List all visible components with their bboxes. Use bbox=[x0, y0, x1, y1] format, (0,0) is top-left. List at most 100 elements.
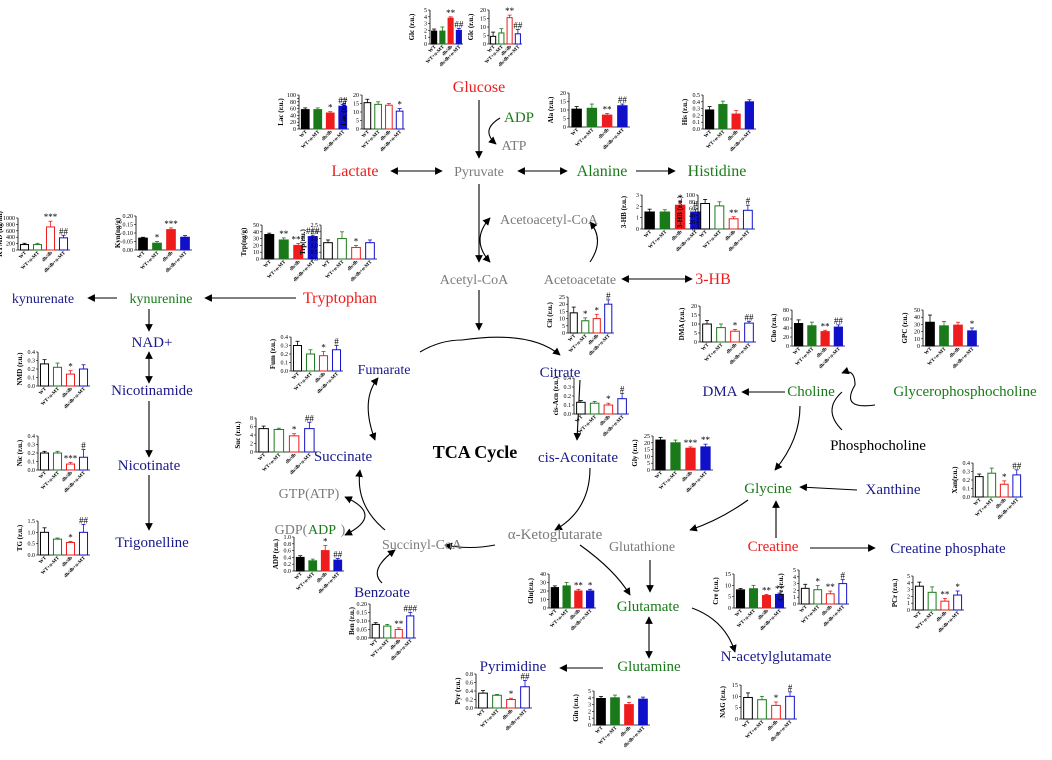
chart-sig-label: ** bbox=[940, 589, 950, 599]
chart-group-label: WT bbox=[701, 342, 711, 352]
chart-bar bbox=[318, 355, 329, 372]
metabolite-tca: TCA Cycle bbox=[433, 442, 518, 462]
chart-y-tick-label: 200 bbox=[6, 242, 15, 248]
chart-y-tick-label: 0.4 bbox=[693, 100, 701, 106]
chart-y-tick-label: 0.10 bbox=[123, 231, 134, 237]
chart-pyr: Pyr (r.u.)0.00.20.40.60.8WTWT+α-MT*db/db… bbox=[454, 671, 532, 732]
chart-y-tick-label: 10 bbox=[559, 317, 565, 323]
chart-y-tick-label: 8 bbox=[250, 416, 253, 422]
chart-bar bbox=[592, 318, 601, 334]
chart-y-tick-label: 3 bbox=[636, 193, 639, 199]
chart-group-label: db/db bbox=[598, 128, 611, 141]
chart-sig-label: ** bbox=[574, 580, 584, 590]
chart-ylabel: Lac (r.u.) bbox=[340, 98, 348, 126]
metabolite-atp1: ATP bbox=[502, 139, 527, 154]
chart-y-tick-label: 0.0 bbox=[281, 369, 289, 375]
chart-ylabel: DMA (r.u.) bbox=[678, 307, 686, 340]
chart-y-tick-label: 0.0 bbox=[564, 412, 572, 418]
chart-bar bbox=[603, 404, 614, 415]
chart-y-tick-label: 2 bbox=[793, 588, 796, 594]
chart-sig-label: ## bbox=[1012, 461, 1022, 471]
chart-hb2: 3-HB (r.u.)020406080100WTWT+α-MT**db/db#… bbox=[676, 193, 755, 253]
chart-group-label: WT bbox=[699, 229, 709, 239]
chart-sig-label: ** bbox=[701, 435, 711, 445]
chart-y-tick-label: 1.5 bbox=[28, 519, 36, 525]
chart-sig-label: ## bbox=[59, 226, 69, 236]
chart-y-tick-label: 0.15 bbox=[123, 223, 134, 229]
arrow-gpc-choline bbox=[841, 366, 876, 407]
chart-bar bbox=[716, 327, 726, 343]
chart-bar bbox=[439, 30, 446, 45]
chart-bar bbox=[624, 704, 634, 726]
chart-bar bbox=[300, 109, 310, 130]
metabolite-gpc: Glycerophosphocholine bbox=[893, 384, 1037, 400]
chart-y-tick-label: 50 bbox=[253, 223, 259, 229]
chart-group-label: db/db bbox=[285, 453, 298, 466]
chart-y-tick-label: 0 bbox=[256, 257, 259, 263]
chart-ylabel: 3-HB (r.u.) bbox=[620, 195, 628, 228]
chart-bar bbox=[927, 591, 937, 611]
chart-y-tick-label: 0.1 bbox=[28, 460, 36, 466]
chart-group-label: WT bbox=[549, 608, 559, 618]
chart-sig-label: ### bbox=[404, 604, 418, 614]
chart-y-tick-label: 0.05 bbox=[123, 240, 134, 246]
chart-sig-label: * bbox=[68, 362, 73, 372]
chart-group-label: WT bbox=[137, 250, 147, 260]
chart-y-tick-label: 5 bbox=[647, 461, 650, 467]
chart-group-label: WT bbox=[322, 259, 332, 269]
chart-y-tick-label: 1 bbox=[424, 35, 427, 41]
chart-bar bbox=[813, 589, 823, 605]
chart-nic: Nic (r.u.)0.00.10.20.30.4WTWT+α-MT***db/… bbox=[16, 434, 90, 494]
chart-sig-label: # bbox=[81, 441, 86, 451]
chart-bar bbox=[744, 322, 754, 343]
chart-bar bbox=[742, 209, 753, 230]
chart-bar bbox=[65, 373, 76, 387]
chart-sig-label: * bbox=[509, 689, 514, 699]
metabolite-hb3: 3-HB bbox=[695, 271, 731, 288]
chart-y-tick-label: 0 bbox=[793, 602, 796, 608]
chart-bar bbox=[953, 594, 963, 611]
chart-y-tick-label: 40 bbox=[914, 315, 920, 321]
chart-sig-label: # bbox=[841, 571, 846, 581]
chart-bar bbox=[589, 402, 600, 415]
chart-bar bbox=[52, 538, 63, 556]
chart-ylabel: His (r.u.) bbox=[681, 98, 689, 125]
chart-y-tick-label: 10 bbox=[725, 583, 731, 589]
chart-bar bbox=[406, 615, 415, 639]
chart-sig-label: ** bbox=[505, 6, 515, 16]
metabolite-acetylcoa: Acetyl-CoA bbox=[440, 273, 509, 288]
metabolite-glycine: Glycine bbox=[744, 481, 792, 497]
arrow-acetoacetylcoa-acetylcoa bbox=[479, 217, 491, 263]
chart-y-tick-label: 60 bbox=[783, 317, 789, 323]
chart-y-tick-label: 400 bbox=[6, 235, 15, 241]
chart-y-tick-label: 5 bbox=[735, 706, 738, 712]
chart-y-tick-label: 0.2 bbox=[564, 394, 572, 400]
chart-sig-label: ## bbox=[745, 312, 755, 322]
chart-y-tick-label: 1 bbox=[636, 216, 639, 222]
chart-group-label: WT bbox=[575, 414, 585, 424]
chart-y-tick-label: 0.2 bbox=[284, 562, 292, 568]
chart-bar bbox=[833, 326, 843, 347]
chart-y-tick-label: 0.3 bbox=[693, 107, 701, 113]
chart-bar bbox=[761, 595, 772, 609]
chart-bar bbox=[45, 226, 56, 251]
chart-bar bbox=[585, 590, 595, 609]
chart-bar bbox=[278, 239, 289, 260]
chart-y-tick-label: 5 bbox=[588, 689, 591, 695]
chart-y-tick-label: 0.4 bbox=[963, 461, 971, 467]
chart-sig-label: * bbox=[970, 319, 975, 329]
chart-y-tick-label: 4 bbox=[588, 696, 591, 702]
chart-bar bbox=[644, 211, 655, 230]
chart-y-tick-label: 0.3 bbox=[28, 359, 36, 365]
chart-bar bbox=[39, 452, 50, 471]
metabolite-acetoacetate: Acetoacetate bbox=[544, 273, 616, 288]
chart-y-tick-label: 100 bbox=[287, 93, 296, 99]
chart-group-label: WT bbox=[38, 386, 48, 396]
chart-bar bbox=[363, 102, 372, 130]
metabolite-nicotinamide: Nicotinamide bbox=[111, 383, 193, 399]
chart-y-tick-label: 15 bbox=[353, 102, 359, 108]
chart-sig-label: * bbox=[588, 580, 593, 590]
chart-group-label: db/db bbox=[289, 260, 302, 273]
chart-bar bbox=[800, 587, 810, 605]
